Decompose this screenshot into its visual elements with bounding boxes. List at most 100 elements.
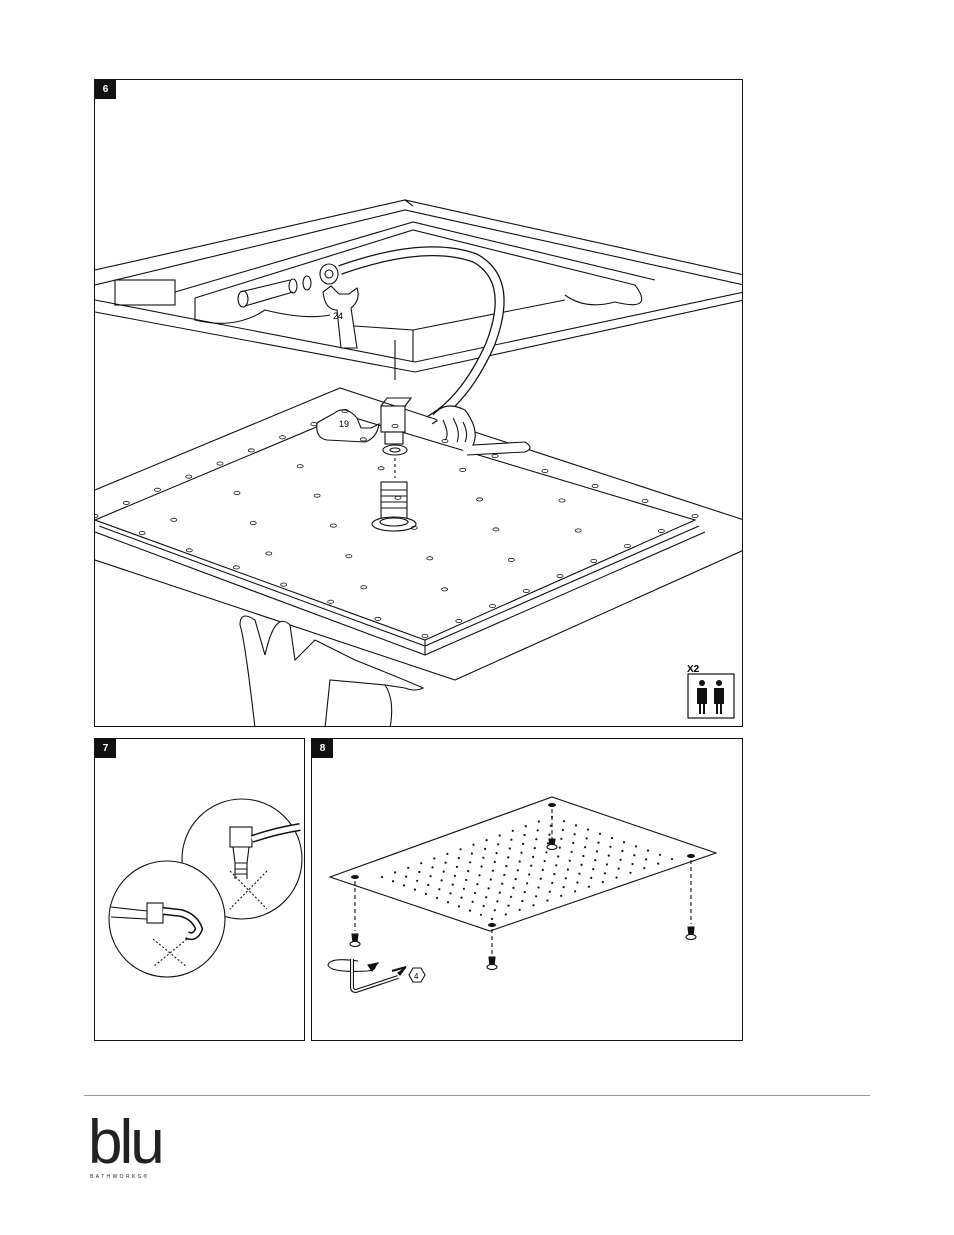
nozzle — [478, 874, 480, 876]
nozzle — [562, 829, 564, 831]
nozzle — [456, 866, 458, 868]
nozzle — [633, 854, 635, 856]
nozzle — [559, 847, 561, 849]
nozzle — [414, 889, 416, 891]
nozzle — [657, 863, 659, 865]
nozzle — [469, 910, 471, 912]
screw-hole — [234, 491, 240, 494]
nozzle — [551, 882, 553, 884]
nozzle — [588, 886, 590, 888]
nozzle — [544, 860, 546, 862]
nozzle — [449, 892, 451, 894]
screw-hole — [490, 604, 496, 607]
nozzle — [480, 865, 482, 867]
nozzle — [510, 896, 512, 898]
nozzle — [592, 868, 594, 870]
nozzle — [459, 848, 461, 850]
screw-hole — [217, 462, 223, 465]
nozzle — [571, 851, 573, 853]
nozzle — [519, 860, 521, 862]
nozzle — [394, 871, 396, 873]
nozzle — [436, 897, 438, 899]
nozzle — [540, 878, 542, 880]
screw-hole — [314, 494, 320, 497]
nozzle — [578, 873, 580, 875]
nozzle — [567, 868, 569, 870]
nozzle — [484, 848, 486, 850]
screw-hole — [280, 436, 286, 439]
screw-hole — [297, 465, 303, 468]
screw-hole — [658, 529, 664, 532]
screw-hole — [460, 468, 466, 471]
nozzle — [580, 864, 582, 866]
nozzle — [631, 863, 633, 865]
nozzle — [587, 829, 589, 831]
nozzle — [620, 859, 622, 861]
screw-hole — [311, 423, 317, 426]
nozzle — [519, 909, 521, 911]
nozzle — [542, 869, 544, 871]
screw-hole — [361, 586, 367, 589]
nozzle — [438, 888, 440, 890]
nozzle — [572, 842, 574, 844]
nozzle — [535, 838, 537, 840]
nozzle — [560, 895, 562, 897]
nozzle — [623, 841, 625, 843]
nozzle — [604, 872, 606, 874]
nozzle — [611, 837, 613, 839]
nozzle — [584, 846, 586, 848]
step-6-illustration: 24 19 X2 — [95, 80, 743, 727]
nozzle — [629, 872, 631, 874]
nozzle — [635, 845, 637, 847]
screw-hole — [328, 600, 334, 603]
nozzle — [563, 820, 565, 822]
nozzle — [454, 875, 456, 877]
nozzle — [441, 879, 443, 881]
nozzle — [606, 863, 608, 865]
screw-hole — [493, 528, 499, 531]
screw-hole — [422, 634, 428, 637]
brand-name: blu — [88, 1118, 162, 1168]
nozzle — [381, 876, 383, 878]
screw-hole — [186, 475, 192, 478]
nozzle — [512, 887, 514, 889]
nozzle — [609, 846, 611, 848]
wrench-24-label: 24 — [333, 311, 343, 321]
screw-hole — [378, 467, 384, 470]
step-6-panel: 6 — [94, 79, 743, 727]
nozzle — [553, 873, 555, 875]
nozzle — [563, 886, 565, 888]
nozzle — [659, 854, 661, 856]
nozzle — [525, 825, 527, 827]
nozzle — [509, 847, 511, 849]
nozzle — [520, 852, 522, 854]
nozzle — [537, 886, 539, 888]
nozzle — [523, 834, 525, 836]
screw-hole — [508, 558, 514, 561]
screw-hole — [95, 514, 98, 517]
nozzle — [496, 852, 498, 854]
nozzle — [534, 847, 536, 849]
nozzle — [445, 862, 447, 864]
screw-hole — [266, 552, 272, 555]
nozzle — [492, 870, 494, 872]
nozzle — [501, 883, 503, 885]
step-8-illustration: 4 — [312, 739, 743, 1041]
nozzle — [497, 843, 499, 845]
brand-subtitle: BATHWORKS® — [90, 1174, 150, 1180]
nozzle — [507, 905, 509, 907]
nozzle — [446, 853, 448, 855]
screw-hole — [642, 499, 648, 502]
nozzle — [618, 868, 620, 870]
screw-hole — [559, 499, 565, 502]
screw-hole — [575, 529, 581, 532]
nozzle — [517, 869, 519, 871]
nozzle — [480, 914, 482, 916]
nozzle — [458, 857, 460, 859]
nozzle — [599, 833, 601, 835]
nozzle — [548, 834, 550, 836]
nozzle — [463, 888, 465, 890]
nozzle — [671, 858, 673, 860]
nozzle — [505, 865, 507, 867]
nozzle — [431, 866, 433, 868]
